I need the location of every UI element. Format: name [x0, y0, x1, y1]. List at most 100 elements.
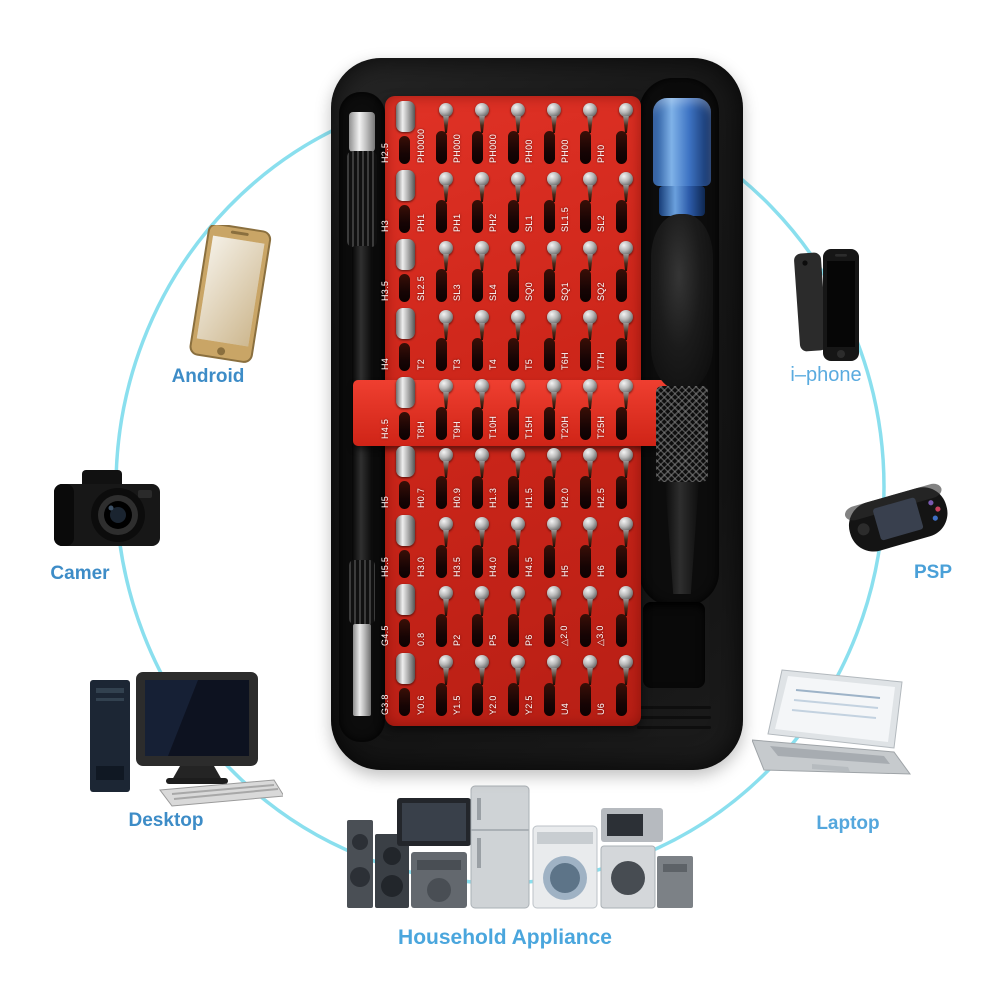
bit-slot — [436, 476, 447, 509]
bit-label: T20H — [560, 415, 570, 439]
desktop-computer-image — [88, 670, 285, 815]
bit-T15H: T15H — [524, 374, 567, 443]
bit-H1.3: H1.3 — [488, 443, 531, 512]
bit-tip — [551, 254, 557, 271]
bit-tip — [443, 668, 449, 685]
bit-tip — [623, 392, 629, 409]
bit-H5.5: H5.5 — [380, 512, 423, 581]
bit-T9H: T9H — [452, 374, 495, 443]
bit-T8H: T8H — [416, 374, 459, 443]
bit-slot — [436, 683, 447, 716]
handle-body — [651, 214, 713, 390]
bit-label: PH0 — [596, 144, 606, 163]
bit-slot — [472, 131, 483, 164]
bit-label: T8H — [416, 421, 426, 439]
bit-head — [583, 172, 597, 186]
empty-bit-slot — [643, 602, 705, 688]
bit-slot — [580, 545, 591, 578]
bit-head — [475, 517, 489, 531]
bit-tip — [587, 392, 593, 409]
bit-H3: H3 — [380, 167, 423, 236]
bit-slot — [436, 614, 447, 647]
bit-label: △2.0 — [559, 625, 569, 646]
bit-P5: P5 — [488, 581, 531, 650]
bit-head — [511, 517, 525, 531]
bit-H0.9: H0.9 — [452, 443, 495, 512]
bit-head — [619, 379, 633, 393]
bit-tip — [479, 599, 485, 616]
bit-head — [547, 103, 561, 117]
bit-tip — [551, 116, 557, 133]
bit-slot — [508, 476, 519, 509]
camera-image — [48, 464, 168, 564]
bit-slot — [399, 343, 410, 371]
bit-head — [396, 239, 415, 270]
bit-PH000: PH000 — [452, 98, 495, 167]
rod-ribbed-grip — [347, 151, 377, 247]
bit-head — [439, 586, 453, 600]
bit-label: H2.5 — [596, 487, 606, 508]
bit-label: P5 — [488, 634, 498, 646]
bit-G4.5: G4.5 — [380, 581, 423, 650]
bit-tip — [551, 599, 557, 616]
bit-H4.0: H4.0 — [488, 512, 531, 581]
bit-head — [547, 172, 561, 186]
psp-image — [844, 482, 955, 567]
bit-label: PH00 — [524, 139, 534, 163]
bit-tip — [587, 323, 593, 340]
bit-label: H3.0 — [416, 556, 426, 577]
bit-label: Y1.5 — [452, 695, 462, 715]
bit-label: SL1.5 — [560, 206, 570, 232]
bit-tip — [515, 461, 521, 478]
bit-label: SL3 — [452, 284, 462, 301]
bit-head — [475, 310, 489, 324]
bit-head — [511, 310, 525, 324]
bit-head — [475, 172, 489, 186]
bit-tip — [479, 323, 485, 340]
bit-slot — [399, 136, 410, 164]
bit-label: U4 — [560, 702, 570, 715]
bit-tip — [623, 668, 629, 685]
bit-label: P2 — [452, 634, 462, 646]
bit-tip — [515, 530, 521, 547]
bit-slot — [616, 476, 627, 509]
bit-head — [547, 379, 561, 393]
bit-head — [619, 586, 633, 600]
bit-label: T6H — [560, 352, 570, 370]
bit-slot — [436, 131, 447, 164]
bit-tip — [587, 599, 593, 616]
bit-tip — [443, 392, 449, 409]
bit-head — [396, 170, 415, 201]
handle-blue-cap — [653, 98, 711, 186]
bit-head — [396, 377, 415, 408]
bit-tip — [515, 392, 521, 409]
bit-slot — [544, 131, 555, 164]
bit-label: △3.0 — [595, 625, 605, 646]
bit-label: H3.5 — [380, 280, 390, 301]
bit-slot — [399, 274, 410, 302]
bit-head — [396, 584, 415, 615]
bit-H2.0: H2.0 — [560, 443, 603, 512]
handle-blue-collar — [659, 186, 705, 216]
bit-H4.5: H4.5 — [524, 512, 567, 581]
bit-SL1: SL1 — [524, 167, 567, 236]
bit-slot — [580, 407, 591, 440]
bit-slot — [544, 407, 555, 440]
handle-knurled-grip — [656, 386, 708, 482]
bit-PH00: PH00 — [524, 98, 567, 167]
bit-tip — [443, 530, 449, 547]
bit-head — [583, 103, 597, 117]
bit-label: Y2.5 — [524, 695, 534, 715]
bit-label: H4.0 — [488, 556, 498, 577]
bit-head — [475, 655, 489, 669]
bit-tip — [443, 323, 449, 340]
bit-Y2.0: Y2.0 — [488, 650, 531, 719]
bit-head — [439, 172, 453, 186]
bit-Y0.6: Y0.6 — [416, 650, 459, 719]
bit-U6: U6 — [596, 650, 639, 719]
